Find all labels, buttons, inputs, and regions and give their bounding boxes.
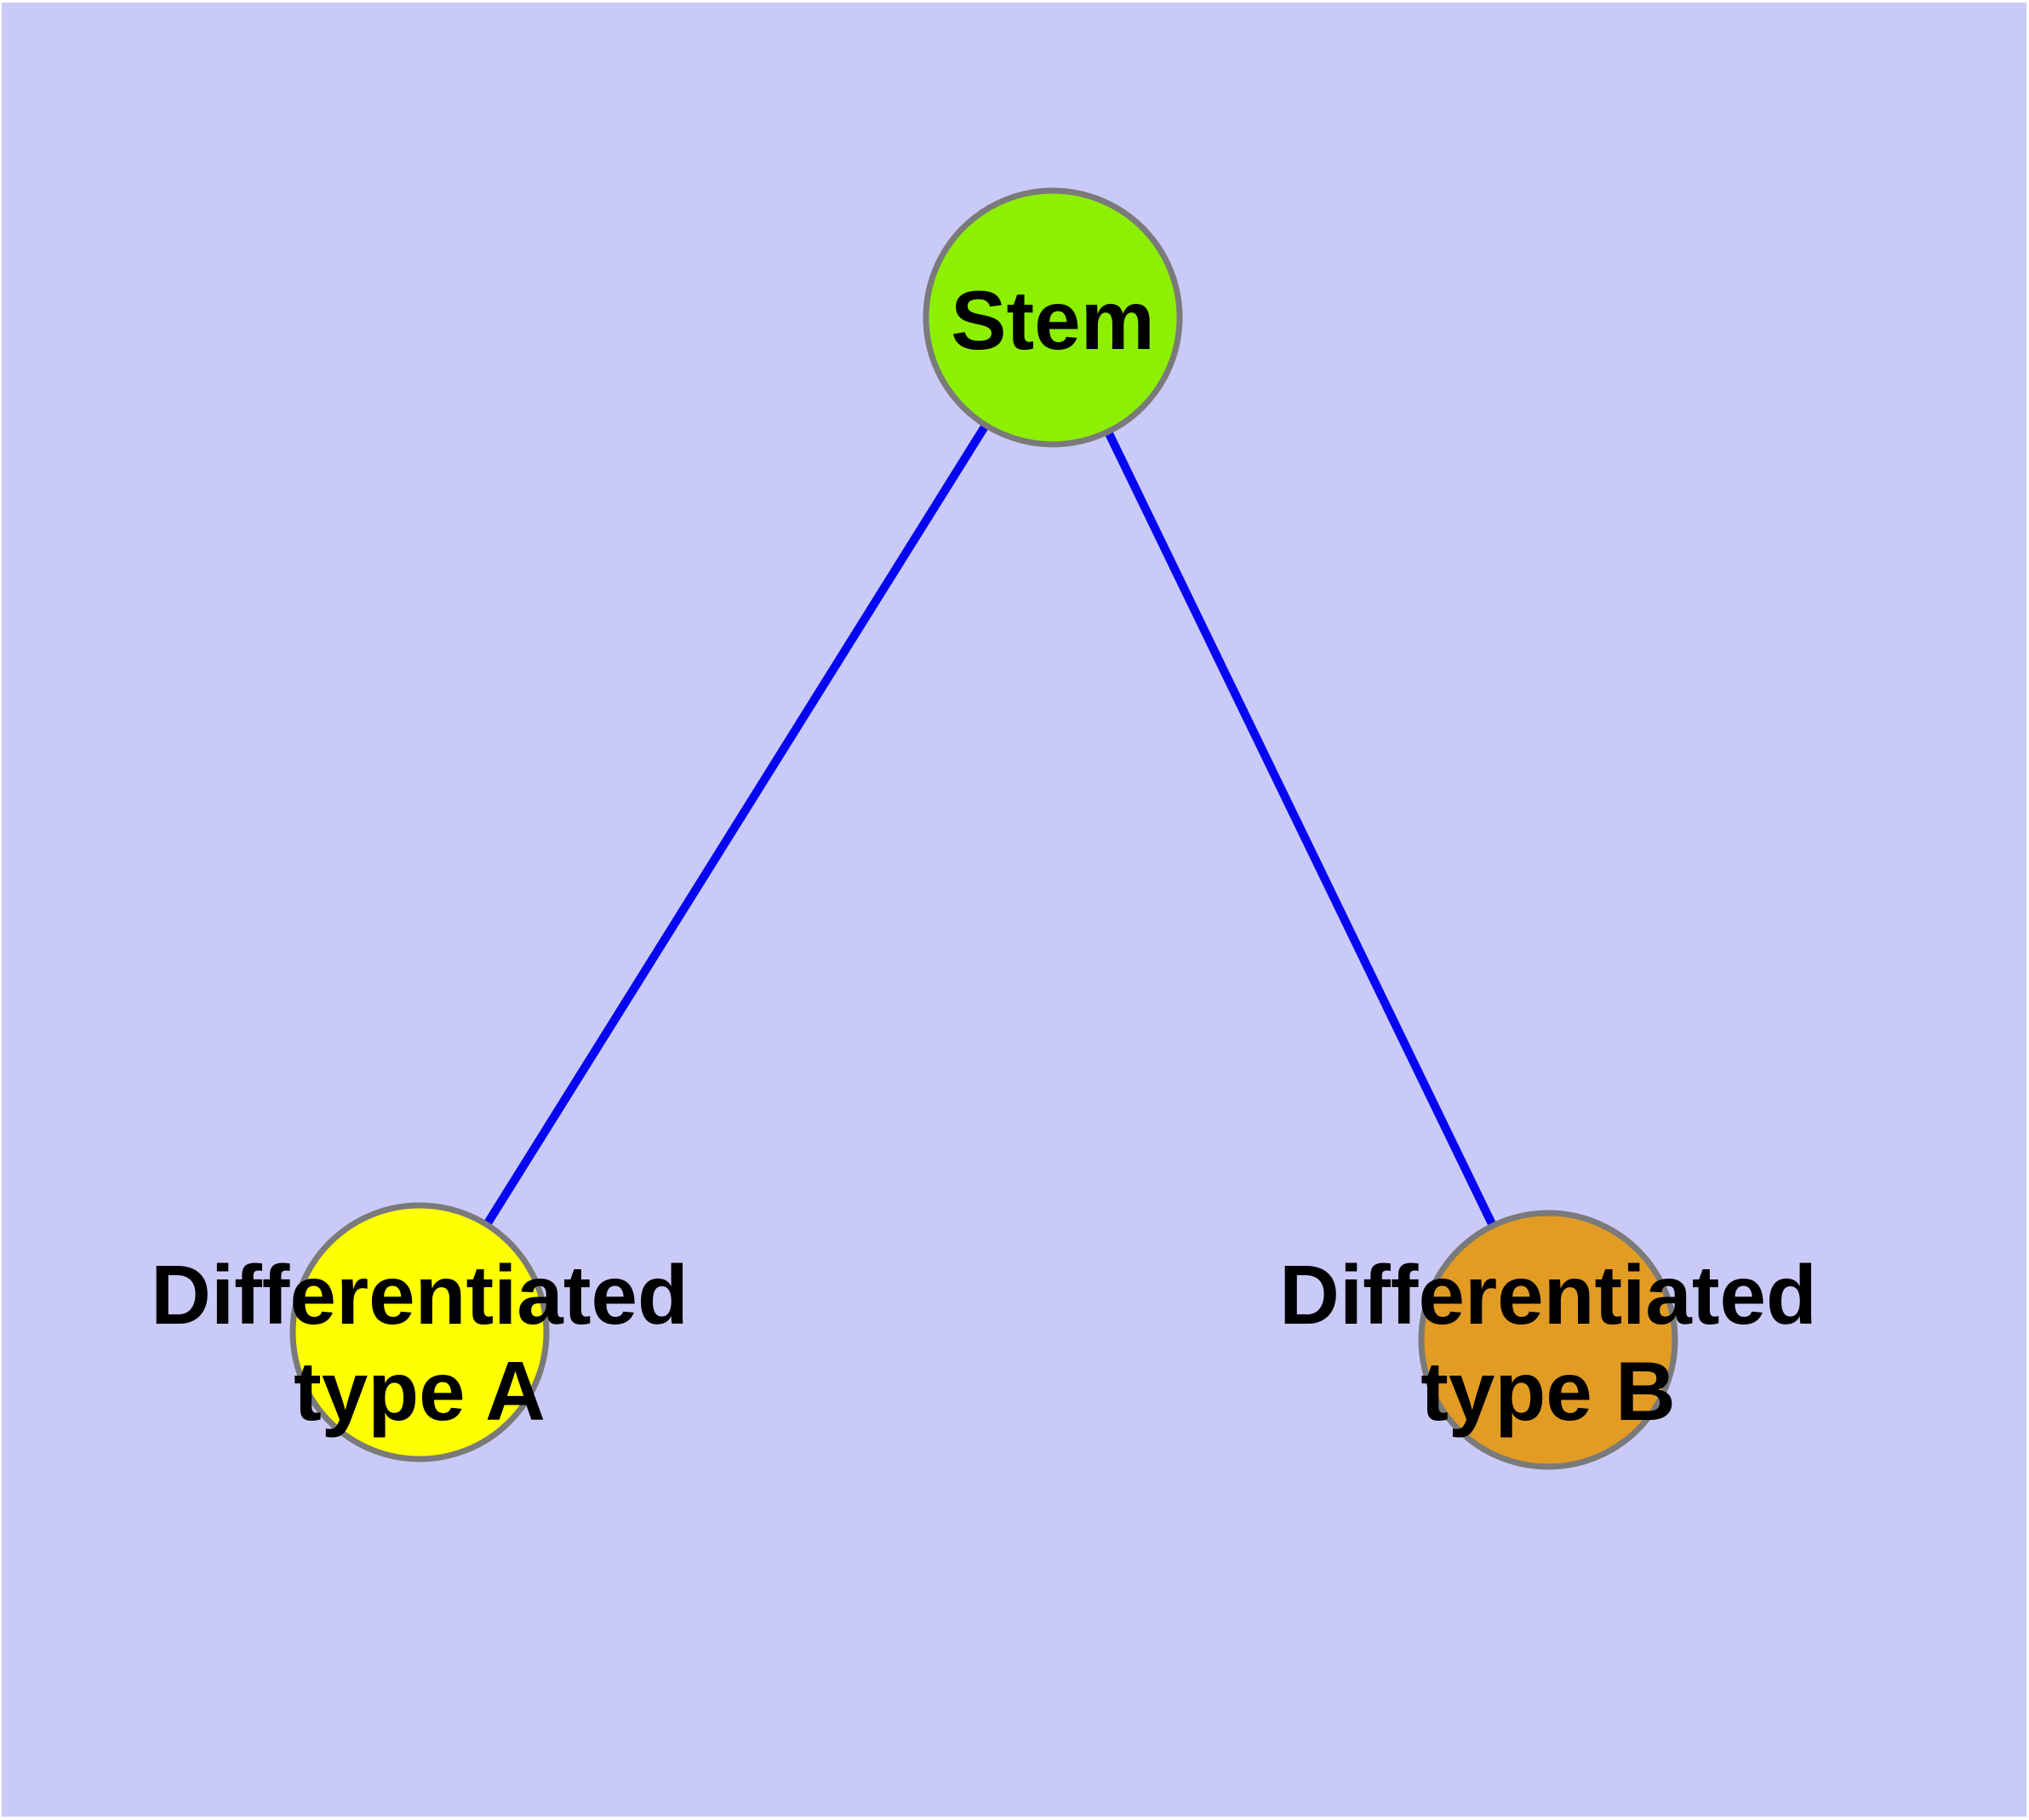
edge-stem-to-type-a (415, 313, 1057, 1336)
node-label-stem: Stem (951, 273, 1155, 367)
edge-stem-to-type-b (1049, 313, 1552, 1344)
node-label-type-b-line2: type B (1420, 1344, 1676, 1438)
node-label-type-b-line1: Differentiated (1279, 1248, 1817, 1342)
node-label-type-a-line2: type A (294, 1344, 546, 1438)
node-stem (923, 187, 1183, 448)
node-differentiated-type-b (1418, 1210, 1678, 1470)
node-label-type-a-line1: Differentiated (151, 1248, 689, 1342)
node-differentiated-type-a (289, 1202, 550, 1462)
